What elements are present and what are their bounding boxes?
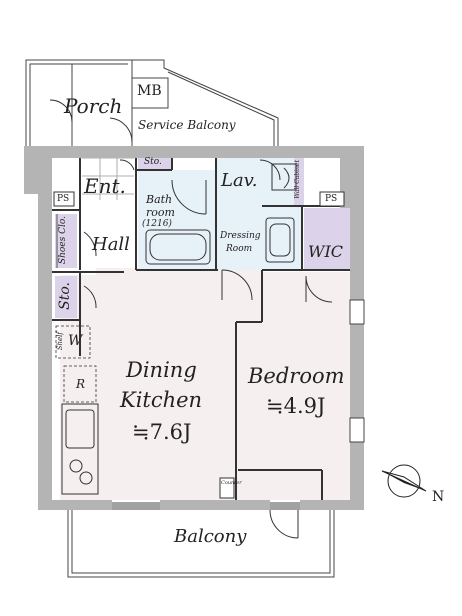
wall-cabinet-floor — [294, 158, 304, 206]
dressing-label-1: Dressing — [220, 231, 261, 241]
storage-left-label: Sto. — [57, 282, 73, 310]
counter-box — [219, 477, 235, 499]
storage-top-label: Sto. — [144, 157, 162, 167]
storage-left-floor — [55, 276, 77, 318]
bedroom-label: Bedroom — [248, 364, 345, 388]
balcony-label: Balcony — [174, 526, 247, 547]
counter-label: Counter — [221, 480, 242, 486]
ps-right-box — [319, 191, 345, 207]
bedroom-floor — [238, 272, 352, 500]
dining-label-2: Kitchen — [120, 388, 203, 412]
ps-right-label: PS — [325, 194, 338, 204]
wic-floor — [304, 208, 350, 270]
compass-icon — [381, 464, 427, 498]
refrigerator-label: R — [76, 377, 86, 391]
porch-label: Porch — [64, 94, 123, 118]
mb-label: MB — [137, 83, 162, 99]
compass-north-label: N — [432, 489, 445, 505]
entrance-label: Ent. — [84, 174, 126, 198]
bathroom-size-label: (1216) — [142, 219, 172, 229]
closet-shelves — [55, 214, 97, 403]
dining-area-label: ≒7.6J — [132, 420, 192, 444]
bedroom-area-label: ≒4.9J — [266, 394, 326, 418]
door-swings — [49, 99, 333, 539]
shelf-label: Shelf — [56, 332, 64, 351]
ps-left-box — [53, 191, 75, 207]
washer-label: W — [68, 333, 83, 349]
wall-window-gap-1 — [349, 299, 365, 325]
shoes-closet-floor — [55, 214, 77, 268]
ps-left-label: PS — [57, 194, 70, 204]
bathtub — [145, 229, 211, 265]
shoes-closet-label: Shoes Clo. — [58, 216, 68, 265]
service-balcony-label: Service Balcony — [138, 118, 236, 132]
lavatory-label: Lav. — [221, 170, 258, 191]
lavatory-fixture — [271, 163, 297, 191]
kitchen-counter — [61, 403, 99, 495]
hall-label: Hall — [92, 234, 130, 255]
dining-upper-floor — [96, 268, 262, 322]
wall-cabinet-label: Wall Cabinet — [294, 160, 301, 199]
lavatory-floor — [216, 158, 302, 270]
bottom-windows — [112, 502, 300, 508]
bathroom-label-2: room — [146, 206, 175, 219]
bathroom-label-1: Bath — [146, 193, 173, 206]
exterior-walls — [24, 146, 364, 510]
storage-top-floor — [138, 156, 172, 170]
wic-label: WIC — [308, 242, 344, 261]
wall-window-gap-2 — [349, 417, 365, 443]
interior-walls — [52, 158, 350, 500]
dressing-label-2: Room — [226, 244, 253, 254]
wash-basin — [265, 217, 295, 263]
dining-label-1: Dining — [126, 358, 197, 382]
mb-box — [131, 77, 169, 109]
porch-outline — [25, 59, 279, 146]
